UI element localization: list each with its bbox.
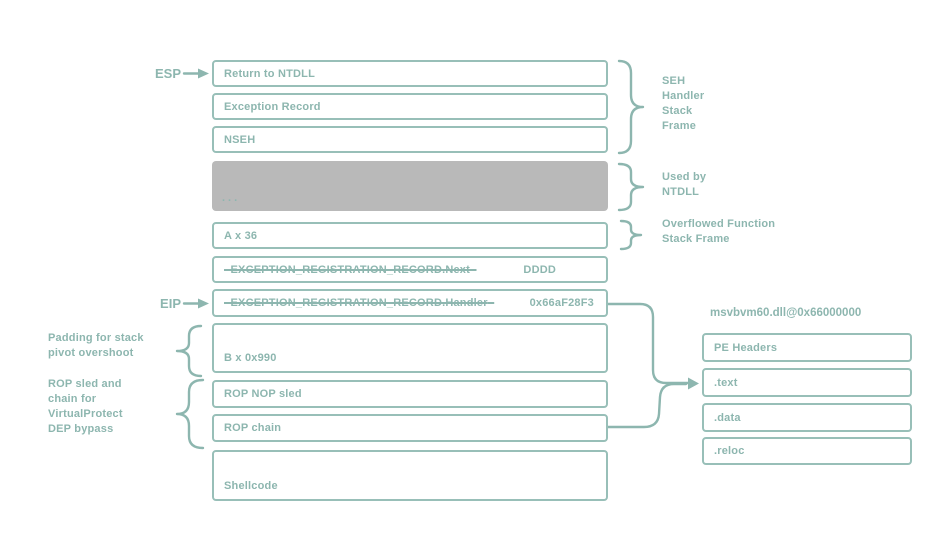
module-section-data: .data	[702, 403, 912, 432]
stack-row-rop-nop-sled: ROP NOP sled	[212, 380, 608, 408]
seh-frame-brace	[617, 59, 645, 155]
stack-row-rop-chain: ROP chain	[212, 414, 608, 442]
padding-annotation: Padding for stack pivot overshoot	[48, 332, 144, 359]
stack-row-label: Shellcode	[224, 480, 278, 492]
handler-to-text-connector	[606, 302, 690, 385]
stack-row-a-x-36: A x 36	[212, 222, 608, 249]
stack-row-value: 0x66aF28F3	[529, 297, 594, 309]
stack-row-err-next: EXCEPTION_REGISTRATION_RECORD.Next DDDD	[212, 256, 608, 283]
rop-chain-to-text-connector	[606, 382, 688, 429]
module-section-label: .data	[714, 411, 741, 424]
rop-annotation: ROP sled and chain for VirtualProtect DE…	[48, 378, 123, 435]
stack-row-used-by-ntdll: ...	[212, 161, 608, 211]
module-section-reloc: .reloc	[702, 437, 912, 465]
module-section-pe-headers: PE Headers	[702, 333, 912, 362]
eip-arrowhead	[198, 298, 209, 309]
stack-row-label: B x 0x990	[224, 352, 277, 364]
seh-frame-annotation: SEH Handler Stack Frame	[662, 75, 705, 132]
used-by-ntdll-annotation: Used by NTDLL	[662, 171, 707, 198]
stack-row-label-struck: EXCEPTION_REGISTRATION_RECORD.Next	[230, 263, 470, 276]
stack-row-label: ...	[222, 192, 241, 204]
used-by-ntdll-brace	[617, 162, 645, 212]
esp-arrowhead	[198, 68, 209, 79]
stack-row-b-padding: B x 0x990	[212, 323, 608, 373]
stack-row-return-to-ntdll: Return to NTDLL	[212, 60, 608, 87]
esp-label: ESP	[154, 66, 181, 81]
stack-row-exception-record: Exception Record	[212, 93, 608, 120]
eip-label: EIP	[160, 296, 181, 311]
stack-row-shellcode: Shellcode	[212, 450, 608, 501]
stack-row-label: ROP NOP sled	[224, 388, 302, 400]
stack-row-value: DDDD	[523, 263, 556, 276]
module-section-label: PE Headers	[714, 341, 778, 354]
overflowed-frame-brace	[619, 219, 643, 251]
module-section-text: .text	[702, 368, 912, 397]
rop-brace	[175, 378, 205, 450]
stack-row-nseh: NSEH	[212, 126, 608, 153]
module-section-label: .reloc	[714, 445, 745, 457]
stack-row-label: ROP chain	[224, 422, 282, 434]
module-title: msvbvm60.dll@0x66000000	[710, 307, 862, 319]
stack-row-label: Exception Record	[224, 100, 321, 113]
stack-row-label: NSEH	[224, 133, 256, 146]
text-arrowhead	[688, 377, 699, 390]
padding-brace	[175, 324, 203, 378]
module-section-label: .text	[714, 376, 738, 389]
stack-row-err-handler: EXCEPTION_REGISTRATION_RECORD.Handler 0x…	[212, 289, 608, 317]
stack-row-label: A x 36	[224, 229, 258, 242]
stack-row-label: Return to NTDLL	[224, 67, 315, 80]
stack-row-label-struck: EXCEPTION_REGISTRATION_RECORD.Handler	[230, 297, 488, 309]
overflowed-frame-annotation: Overflowed Function Stack Frame	[662, 218, 776, 245]
